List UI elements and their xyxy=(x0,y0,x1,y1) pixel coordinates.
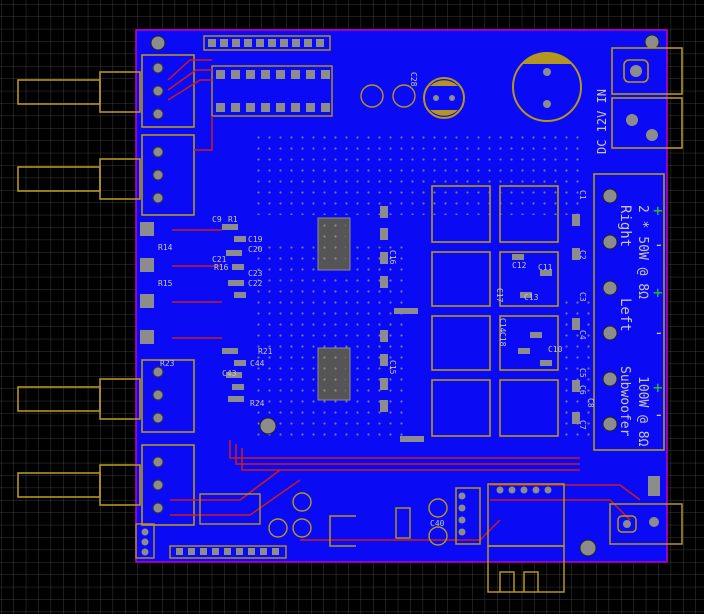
regulator-outline[interactable] xyxy=(199,493,261,525)
mounting-holes xyxy=(150,34,660,557)
component-label-c6: C6 xyxy=(578,385,587,395)
component-label-r21: R21 xyxy=(258,347,273,356)
rca-jack-left-4[interactable] xyxy=(17,464,141,506)
label-right-rating: 2 * 50W @ 8Ω xyxy=(635,205,650,299)
component-label-c28: C28 xyxy=(409,72,418,87)
amplifier-ic-1[interactable] xyxy=(317,217,351,271)
rca-jack-left-2[interactable] xyxy=(17,158,141,200)
header-top-pads xyxy=(208,39,324,47)
label-right-channel: Right xyxy=(617,205,633,247)
right-bottom-jack[interactable] xyxy=(609,503,683,545)
component-label-layer: C1C2C3C4C5C6C7C8C9C10C11C12C13C14C15C16C… xyxy=(158,72,595,528)
dip-socket-pads xyxy=(216,70,330,112)
amplifier-ic-2[interactable] xyxy=(317,347,351,401)
component-label-c2: C2 xyxy=(578,250,587,260)
bottom-header[interactable] xyxy=(169,545,287,559)
polarity-plus-3: + xyxy=(653,378,663,397)
bottom-header-pads xyxy=(176,548,279,555)
polarity-plus-1: + xyxy=(653,201,663,220)
component-label-r14: R14 xyxy=(158,243,173,252)
component-label-c18: C18 xyxy=(498,332,507,347)
component-label-c20: C20 xyxy=(248,245,263,254)
vertical-header[interactable] xyxy=(455,487,481,545)
bulk-capacitor[interactable] xyxy=(512,52,582,122)
dip-socket[interactable] xyxy=(211,65,333,117)
small-capacitors-top[interactable] xyxy=(360,84,416,108)
polarity-minus-1: - xyxy=(654,235,664,254)
component-label-c44: C44 xyxy=(250,359,265,368)
component-label-c22: C22 xyxy=(248,279,263,288)
terminal-block-left-bottom[interactable] xyxy=(141,359,195,526)
smd-pads xyxy=(222,206,580,442)
component-label-c15: C15 xyxy=(388,360,397,375)
rca-jack-left-3[interactable] xyxy=(17,378,141,420)
component-label-c5: C5 xyxy=(578,368,587,378)
label-left-channel: Left xyxy=(617,298,633,332)
output-terminal-pads xyxy=(602,188,618,432)
component-label-r23: R23 xyxy=(160,359,175,368)
bottom-capacitors[interactable] xyxy=(268,492,448,546)
component-label-c17: C17 xyxy=(495,288,504,303)
component-label-c4: C4 xyxy=(578,330,587,340)
trimmer-pads xyxy=(140,222,154,344)
right-bottom-pads xyxy=(623,476,660,528)
bracket-outline xyxy=(329,515,356,547)
polarity-plus-2: + xyxy=(653,283,663,302)
polarity-minus-3: - xyxy=(654,405,664,424)
component-label-c23: C23 xyxy=(248,269,263,278)
header-top[interactable] xyxy=(203,35,331,51)
label-sub-channel: Subwoofer xyxy=(617,366,632,437)
board-outline xyxy=(135,29,668,563)
terminal-pads-left-bottom xyxy=(152,366,164,514)
component-label-c16: C16 xyxy=(388,250,397,265)
dc-input-jack[interactable] xyxy=(611,47,683,149)
component-label-c1: C1 xyxy=(578,190,587,200)
component-label-r16: R16 xyxy=(214,263,229,272)
output-terminal-block[interactable] xyxy=(593,173,665,451)
left-small-header[interactable] xyxy=(135,523,155,559)
terminal-block-left-top[interactable] xyxy=(141,54,195,216)
component-label-c19: C19 xyxy=(248,235,263,244)
rca-jack-left-1[interactable] xyxy=(17,71,141,113)
dc-input-label: DC 12V IN xyxy=(595,89,609,154)
vertical-header-pads xyxy=(458,492,466,536)
component-label-c7: C7 xyxy=(578,420,587,430)
component-label-c3: C3 xyxy=(578,292,587,302)
label-sub-rating: 100W @ 8Ω xyxy=(635,376,650,447)
component-label-c14: C14 xyxy=(498,318,507,333)
component-label-c9: C9 xyxy=(212,215,222,224)
bottom-connector[interactable] xyxy=(487,483,565,593)
component-label-r24: R24 xyxy=(250,399,265,408)
component-label-c10: C10 xyxy=(548,345,563,354)
component-label-c21: C21 xyxy=(212,255,227,264)
copper-traces xyxy=(167,59,641,541)
component-label-c43: C43 xyxy=(222,369,237,378)
electrolytic-capacitor-c28[interactable] xyxy=(423,77,465,119)
regulator-2-outline[interactable] xyxy=(395,507,411,539)
output-inductors[interactable] xyxy=(431,185,559,437)
component-label-c40: C40 xyxy=(430,519,445,528)
dc-input-pads xyxy=(626,65,658,141)
polarity-minus-2: - xyxy=(654,323,664,342)
component-label-r15: R15 xyxy=(158,279,173,288)
bottom-connector-pads xyxy=(496,486,552,494)
component-label-c11: C11 xyxy=(538,263,553,272)
component-label-r1: R1 xyxy=(228,215,238,224)
component-label-c8: C8 xyxy=(586,398,595,408)
terminal-pads-left-top xyxy=(152,62,164,204)
component-label-c13: C13 xyxy=(524,293,539,302)
component-label-c12: C12 xyxy=(512,261,527,270)
